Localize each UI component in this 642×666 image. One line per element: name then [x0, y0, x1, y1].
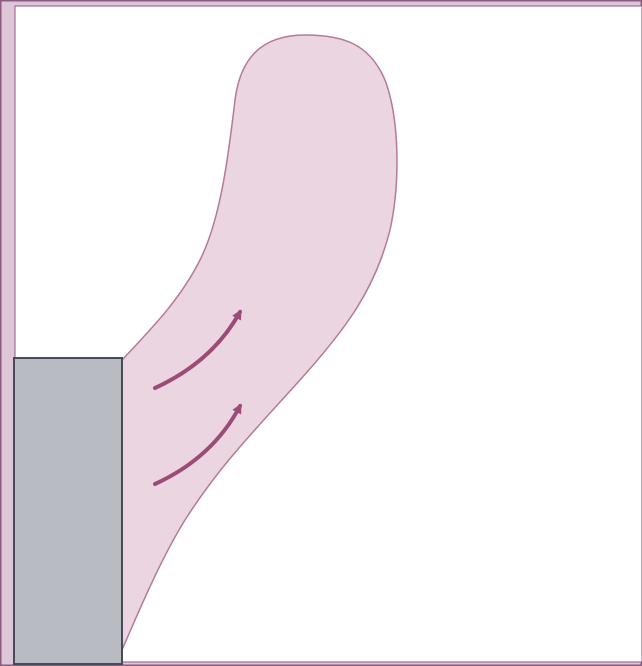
source-block	[14, 358, 122, 664]
